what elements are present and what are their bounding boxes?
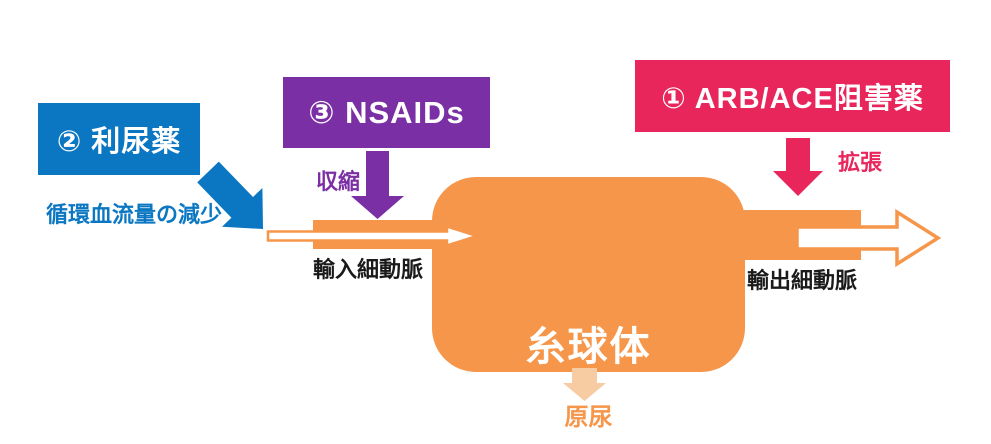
- blue-diagonal-arrow-icon: [197, 161, 263, 229]
- afferent-flow-arrow-icon: [266, 224, 482, 248]
- arb-ace-box: ① ARB/ACE阻害薬: [635, 60, 950, 132]
- filtrate-arrow-icon: [563, 368, 606, 401]
- efferent-arteriole-label: 輸出細動脈: [747, 268, 858, 293]
- afferent-arteriole-label: 輸入細動脈: [313, 257, 424, 282]
- constriction-label: 収縮: [316, 169, 361, 194]
- diuretic-box-label: ② 利尿薬: [56, 126, 182, 158]
- nsaids-box-label: ③ NSAIDs: [308, 94, 465, 130]
- diuretic-box: ② 利尿薬: [38, 103, 200, 175]
- primary-urine-label: 原尿: [564, 404, 613, 431]
- arb-ace-box-label: ① ARB/ACE阻害薬: [661, 83, 924, 115]
- dilation-label: 拡張: [838, 150, 883, 175]
- blood-flow-decrease-label: 循環血流量の減少: [46, 202, 223, 227]
- glomerulus-label: 糸球体: [525, 325, 652, 369]
- dilate-arrow-icon: [773, 138, 823, 196]
- constrict-arrow-icon: [351, 151, 404, 219]
- nsaids-box: ③ NSAIDs: [283, 77, 490, 148]
- glomerulus-shape: [432, 177, 745, 372]
- efferent-flow-arrow-icon: [795, 208, 942, 268]
